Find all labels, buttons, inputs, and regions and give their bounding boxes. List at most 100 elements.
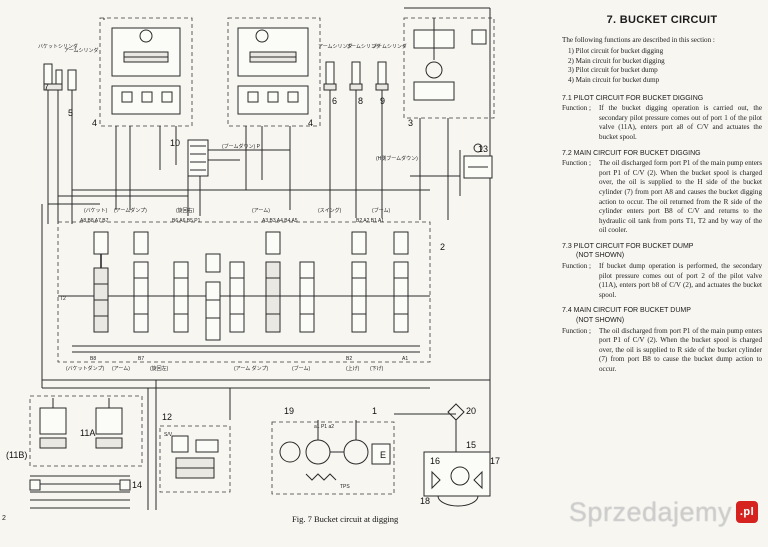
svg-text:ブームシリンダ: ブームシリンダ (372, 43, 407, 50)
swing-motor-group (403, 7, 495, 380)
boom-spool-3 (393, 231, 409, 333)
callout-4-left: 4 (92, 118, 97, 128)
svg-text:A3 B3 A4 B4 A5: A3 B3 A4 B4 A5 (262, 218, 298, 224)
boom-spool-1 (265, 231, 281, 333)
svg-text:a1 P1 a2: a1 P1 a2 (314, 424, 334, 430)
svg-text:アームシリンダ: アームシリンダ (64, 47, 99, 54)
callout-20: 20 (466, 406, 476, 416)
svg-text:(下げ): (下げ) (370, 365, 384, 372)
svg-text:ブームシリンダ: ブームシリンダ (346, 43, 381, 50)
svg-text:(アーム): (アーム) (252, 208, 270, 214)
svg-text:S/V: S/V (164, 432, 173, 438)
svg-text:(バケット): (バケット) (84, 207, 108, 214)
svg-text:(バケットダンプ): (バケットダンプ) (66, 365, 105, 372)
callout-9: 9 (380, 96, 385, 106)
subsection-heading: 7.1 PILOT CIRCUIT FOR BUCKET DIGGING (562, 94, 704, 102)
pilot-valves-11a-11b (29, 395, 143, 509)
callout-10: 10 (170, 138, 180, 148)
function-label: Function ; (562, 104, 591, 113)
svg-text:B2: B2 (346, 356, 352, 362)
page-number: 2 (2, 515, 6, 522)
pilot-valve-block-right (227, 17, 321, 210)
watermark: Sprzedajemy .pl (569, 488, 758, 536)
function-body: If bucket dump operation is performed, t… (599, 262, 762, 299)
function-list: 1) Pilot circuit for bucket digging 2) M… (568, 47, 762, 85)
svg-text:TPS: TPS (340, 484, 350, 490)
boom-spool-2 (299, 261, 315, 333)
list-item: 4) Main circuit for bucket dump (568, 75, 660, 84)
arm-spool-2 (351, 231, 367, 333)
callout-2: 2 (440, 242, 445, 252)
svg-text:(アーム ダンプ): (アーム ダンプ) (234, 365, 268, 372)
callout-3: 3 (408, 118, 413, 128)
svg-text:バケットシリンダ: バケットシリンダ (38, 43, 78, 50)
svg-text:(スイング): (スイング) (318, 207, 342, 214)
function-label: Function ; (562, 326, 591, 335)
subsection-heading: 7.4 MAIN CIRCUIT FOR BUCKET DUMP (562, 307, 691, 315)
callout-e: E (380, 450, 386, 460)
arm-spool (133, 231, 149, 333)
function-label: Function ; (562, 262, 591, 271)
swing-spool (173, 261, 189, 333)
subsection-7-3: 7.3 PILOT CIRCUIT FOR BUCKET DUMP (NOT S… (562, 242, 762, 301)
svg-text:(H側ブームダウン): (H側ブームダウン) (376, 155, 418, 162)
callout-14: 14 (132, 480, 142, 490)
shuttle-valve-13 (463, 143, 493, 179)
control-valve: T2 (バケット) (アームダンプ) (旋回右) (アーム) (スイング) (ブ… (57, 207, 431, 363)
function-label: Function ; (562, 159, 591, 168)
svg-text:アームシリンダ: アームシリンダ (318, 43, 353, 50)
arm-swing-travel-cylinders: アームシリンダ ブームシリンダ ブームシリンダ (318, 43, 407, 218)
callout-12: 12 (162, 412, 172, 422)
subsection-7-1: 7.1 PILOT CIRCUIT FOR BUCKET DIGGING Fun… (562, 94, 762, 143)
callout-numbers: 7 5 4 4 6 8 9 3 10 13 2 12 11A (11B) 14 … (6, 82, 500, 506)
svg-text:A1: A1 (402, 356, 408, 362)
bucket-circuit-diagram: バケットシリンダ アームシリンダ (6, 7, 500, 524)
svg-text:T2: T2 (60, 296, 66, 302)
list-item: 1) Pilot circuit for bucket digging (568, 47, 664, 56)
subsection-heading: 7.3 PILOT CIRCUIT FOR BUCKET DUMP (562, 242, 694, 250)
callout-1: 1 (372, 406, 377, 416)
svg-text:(ブーム): (ブーム) (292, 365, 311, 372)
svg-text:(ブーム): (ブーム) (372, 207, 391, 214)
travel-spool-left (205, 253, 221, 341)
callout-8: 8 (358, 96, 363, 106)
boom-cylinder-group: バケットシリンダ アームシリンダ (38, 43, 99, 224)
section-title: 7. BUCKET CIRCUIT (606, 14, 718, 26)
callout-17: 17 (490, 456, 500, 466)
travel-spool-right (229, 261, 245, 333)
spool-sections: B8 B7 B2 A1 (バケットダンプ) (アーム) (旋回左) (アーム ダ… (66, 231, 420, 372)
subsection-7-4: 7.4 MAIN CIRCUIT FOR BUCKET DUMP (NOT SH… (562, 306, 762, 374)
svg-text:B8: B8 (90, 356, 96, 362)
pilot-valve-block-left (99, 17, 193, 210)
subsection-note: (NOT SHOWN) (576, 252, 625, 260)
function-body: The oil discharged from port P1 of the m… (599, 326, 762, 373)
svg-text:(旋回右): (旋回右) (176, 207, 195, 214)
svg-text:(アーム): (アーム) (112, 366, 130, 372)
text-panel: 7. BUCKET CIRCUIT The following function… (562, 8, 762, 508)
figure-caption: Fig. 7 Bucket circuit at digging (292, 514, 399, 524)
callout-11a: 11A (80, 428, 95, 438)
callout-5: 5 (68, 108, 73, 118)
function-body: The oil discharged form port P1 of the m… (599, 159, 762, 235)
callout-13: 13 (478, 144, 488, 154)
svg-text:B6 A6 B5 P1: B6 A6 B5 P1 (172, 218, 201, 224)
svg-text:B2 A2 B1 A1: B2 A2 B1 A1 (356, 218, 384, 224)
svg-text:(上げ): (上げ) (346, 365, 360, 372)
subsection-heading: 7.2 MAIN CIRCUIT FOR BUCKET DIGGING (562, 149, 701, 157)
svg-text:(アームダンプ): (アームダンプ) (114, 207, 147, 214)
svg-text:(旋回左): (旋回左) (150, 365, 169, 372)
watermark-brand: Sprzedajemy (568, 496, 732, 527)
solenoid-valve-block: S/V (159, 425, 231, 493)
subsection-note: (NOT SHOWN) (576, 317, 625, 325)
bucket-spool (93, 231, 109, 333)
callout-11b: (11B) (6, 450, 27, 460)
callout-15: 15 (466, 440, 476, 450)
pilot-lines: (H側ブームダウン) (48, 150, 461, 205)
list-item: 2) Main circuit for bucket digging (568, 56, 665, 65)
subsection-7-2: 7.2 MAIN CIRCUIT FOR BUCKET DIGGING Func… (562, 149, 762, 236)
watermark-badge: .pl (736, 501, 758, 523)
callout-4-right: 4 (308, 118, 313, 128)
list-item: 3) Pilot circuit for bucket dump (568, 66, 658, 75)
svg-text:B7: B7 (138, 356, 144, 362)
